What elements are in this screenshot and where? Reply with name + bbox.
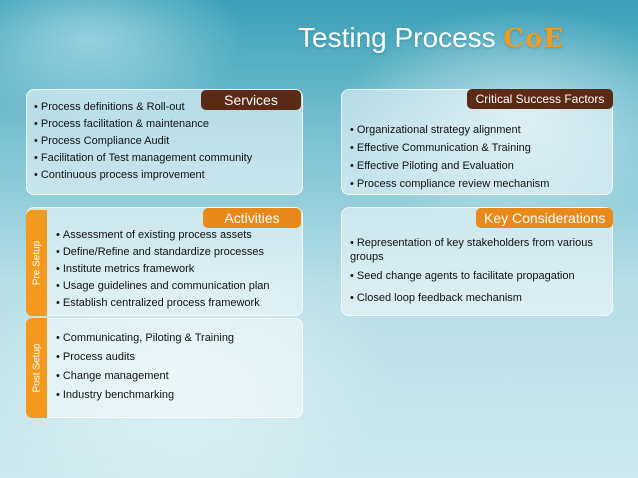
list-item: •Effective Piloting and Evaluation bbox=[350, 160, 514, 172]
kc-tag: Key Considerations bbox=[476, 208, 613, 228]
list-item: •Effective Communication & Training bbox=[350, 142, 531, 154]
csf-tag: Critical Success Factors bbox=[467, 89, 613, 109]
list-item: •Seed change agents to facilitate propag… bbox=[350, 270, 575, 282]
post-setup-label: Post Setup bbox=[31, 343, 42, 393]
list-item: •Establish centralized process framework bbox=[56, 297, 260, 309]
list-item: •Organizational strategy alignment bbox=[350, 124, 521, 136]
title-main: Testing Process bbox=[298, 22, 496, 53]
list-item: •Define/Refine and standardize processes bbox=[56, 246, 265, 258]
kc-list: •Representation of key stakeholders from… bbox=[350, 236, 605, 305]
list-item: •Assessment of existing process assets bbox=[56, 229, 252, 241]
list-item: •Industry benchmarking bbox=[56, 389, 175, 401]
list-item: •Facilitation of Test management communi… bbox=[34, 152, 253, 164]
csf-list: •Organizational strategy alignment •Effe… bbox=[350, 123, 549, 195]
list-item: •Process Compliance Audit bbox=[34, 135, 170, 147]
activities-tag: Activities bbox=[203, 208, 301, 228]
pre-setup-label: Pre Setup bbox=[31, 240, 42, 286]
list-item: •Representation of key stakeholders from… bbox=[350, 237, 593, 263]
list-item: •Process definitions & Roll-out bbox=[34, 101, 185, 113]
pre-setup-list: •Assessment of existing process assets •… bbox=[56, 228, 270, 313]
title-accent: CoE bbox=[503, 24, 565, 54]
list-item: •Usage guidelines and communication plan bbox=[56, 280, 270, 292]
services-list: •Process definitions & Roll-out •Process… bbox=[34, 100, 252, 185]
list-item: •Continuous process improvement bbox=[34, 169, 205, 181]
list-item: •Process audits bbox=[56, 351, 136, 363]
list-item: •Institute metrics framework bbox=[56, 263, 195, 275]
services-tag: Services bbox=[201, 90, 301, 110]
list-item: •Change management bbox=[56, 370, 169, 382]
list-item: •Process facilitation & maintenance bbox=[34, 118, 210, 130]
post-setup-bar: Post Setup bbox=[26, 318, 47, 418]
activities-post-panel bbox=[26, 318, 303, 418]
page-title: Testing Process CoE bbox=[298, 22, 564, 54]
pre-setup-bar: Pre Setup bbox=[26, 210, 47, 316]
list-item: •Communicating, Piloting & Training bbox=[56, 332, 235, 344]
list-item: •Process compliance review mechanism bbox=[350, 178, 550, 190]
post-setup-list: •Communicating, Piloting & Training •Pro… bbox=[56, 331, 234, 407]
list-item: •Closed loop feedback mechanism bbox=[350, 292, 522, 304]
